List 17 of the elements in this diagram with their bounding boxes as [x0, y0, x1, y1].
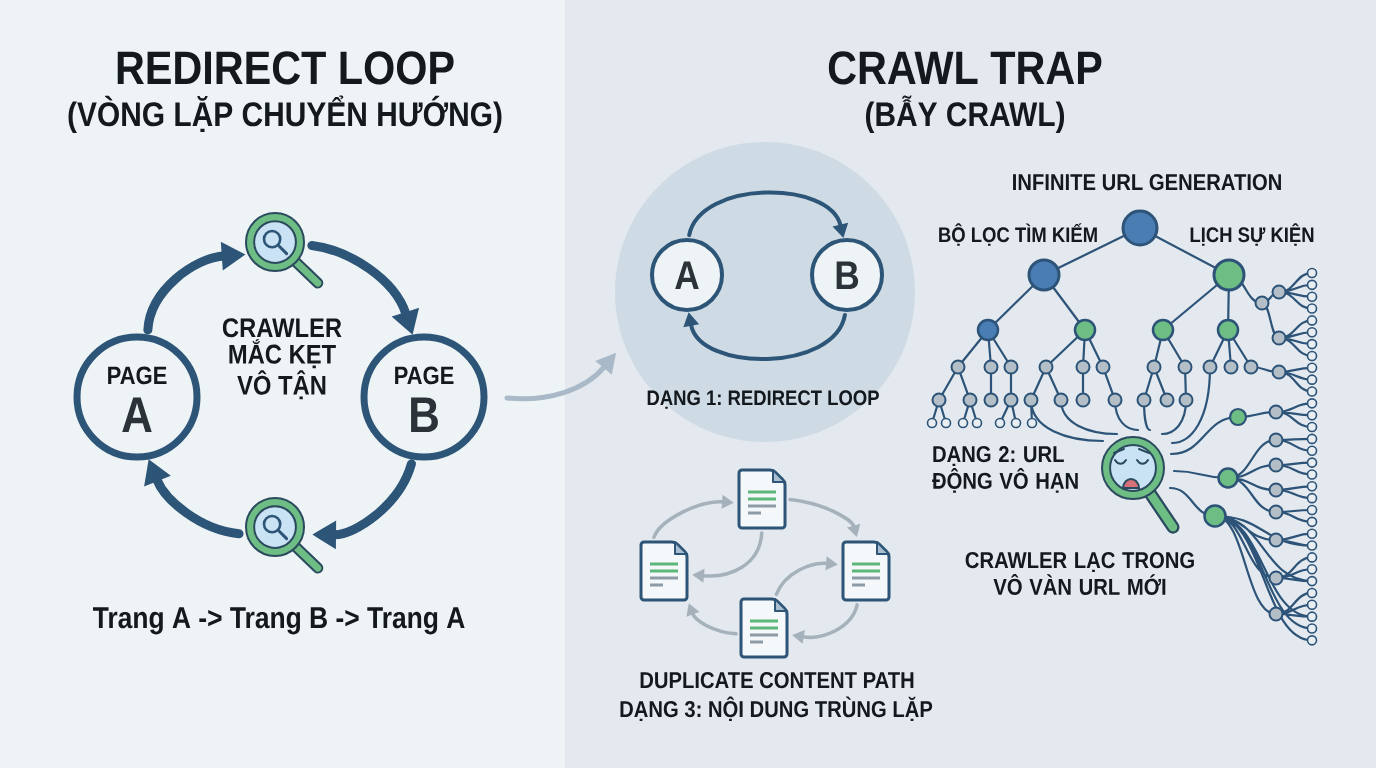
document-icon [841, 540, 891, 602]
heading: INFINITE URL GENERATION [1013, 173, 1281, 191]
arrow [687, 190, 849, 238]
caption: CRAWLER LẠC TRONG VÔ VÀN URL MỚI [965, 551, 1194, 595]
panel-subtitle: (BẪY CRAWL) [865, 95, 1065, 134]
document-icon [737, 468, 787, 530]
panel-title: CRAWL TRAP [828, 51, 1102, 85]
document-icon [739, 597, 789, 659]
caption: CRAWLER MẮC KẸT VÔ TẬN [222, 318, 342, 400]
panel-title: REDIRECT LOOP [117, 51, 454, 85]
panel-subtitle: (VÒNG LẶP CHUYỂN HƯỚNG) [68, 95, 502, 134]
branch-label: LỊCH SỰ KIỆN [1190, 223, 1314, 246]
document-icon [639, 540, 689, 602]
magnifier-icon [245, 497, 324, 574]
magnifier-icon [245, 212, 324, 289]
arrow [683, 312, 847, 361]
caption: DẠNG 3: NỘI DUNG TRÙNG LẶP [620, 696, 933, 722]
